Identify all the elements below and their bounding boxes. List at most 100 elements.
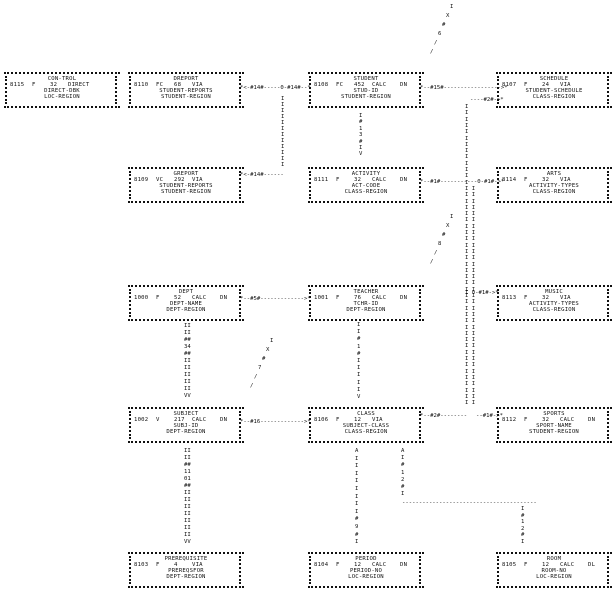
- connector-glyph: I I: [465, 242, 476, 249]
- connector-glyph: #: [359, 138, 363, 145]
- record-name: TEACHER: [353, 289, 379, 295]
- location-mode: VIA: [560, 177, 571, 183]
- box-border-bottom: [308, 319, 424, 322]
- connector-glyph: I I: [465, 330, 476, 337]
- connector-glyph: I I: [465, 400, 476, 407]
- record-key: PREREQSFOR: [168, 568, 204, 574]
- box-border-left: [129, 556, 133, 584]
- box-border-bottom: [496, 441, 612, 444]
- record-length: 32: [50, 82, 58, 88]
- connector-glyph: I I: [465, 267, 476, 274]
- connector-glyph: I: [281, 96, 285, 102]
- connector-glyph: I I: [465, 293, 476, 299]
- box-border-bottom: [128, 201, 244, 204]
- connector-glyph: I: [355, 455, 359, 462]
- box-border-bottom: [128, 319, 244, 322]
- connector-glyph: I: [355, 463, 359, 470]
- connector-glyph: I I: [465, 349, 476, 356]
- box-border-top: [128, 552, 244, 555]
- box-border-right: [239, 411, 243, 439]
- connector-glyph: I: [355, 478, 359, 485]
- record-key: SPORT-NAME: [536, 423, 572, 429]
- connector-glyph: II: [184, 330, 191, 336]
- record-length: 292: [174, 177, 185, 183]
- connector-glyph: V: [359, 151, 363, 158]
- record-length: 12: [354, 562, 362, 568]
- box-border-top: [308, 407, 424, 410]
- box-border-left: [497, 171, 501, 199]
- connector-glyph: #: [521, 532, 525, 539]
- connector-glyph: I: [465, 104, 469, 110]
- location-mode: CALC: [372, 562, 387, 568]
- box-border-left: [497, 289, 501, 317]
- connector-glyph: I: [359, 113, 363, 119]
- connector-c-class-sports-b: --#1#->*: [476, 413, 503, 419]
- box-border-right: [419, 171, 423, 199]
- connector-glyph: I: [355, 501, 359, 508]
- box-border-left: [309, 556, 313, 584]
- connector-glyph: I: [465, 179, 469, 186]
- connector-glyph: II: [184, 372, 191, 378]
- box-border-left: [309, 289, 313, 317]
- record-id: 8114: [502, 177, 517, 183]
- connector-glyph: I: [521, 539, 525, 545]
- box-border-top: [128, 407, 244, 410]
- record-area: DEPT-REGION: [166, 429, 206, 435]
- record-key: STUD-ID: [353, 88, 379, 94]
- box-border-right: [115, 76, 119, 104]
- connector-glyph: I: [465, 167, 469, 173]
- record-length: 32: [542, 295, 550, 301]
- connector-glyph: II: [184, 490, 191, 496]
- location-mode: CALC: [192, 417, 207, 423]
- record-area: LOC-REGION: [348, 574, 384, 580]
- connector-glyph: #: [355, 531, 359, 538]
- record-id: 8105: [502, 562, 517, 568]
- connector-glyph: ##: [184, 351, 191, 357]
- connector-glyph: ##: [184, 337, 191, 343]
- record-area: DEPT-REGION: [166, 574, 206, 580]
- connector-glyph: I I: [465, 318, 476, 325]
- connector-glyph: I: [281, 150, 285, 156]
- connector-glyph: I: [357, 358, 361, 364]
- connector-glyph: 1: [401, 469, 405, 476]
- length-type: F: [524, 82, 528, 88]
- record-name: DREPORT: [173, 76, 199, 82]
- connector-glyph: I: [465, 141, 469, 148]
- box-border-right: [419, 76, 423, 104]
- box-border-top: [128, 72, 244, 75]
- dup-option: DN: [400, 562, 408, 568]
- connector-glyph: #: [355, 516, 359, 523]
- record-length: 217: [174, 417, 185, 423]
- box-border-top: [128, 285, 244, 288]
- box-border-top: [496, 407, 612, 410]
- connector-glyph: II: [184, 504, 191, 510]
- length-type: F: [336, 562, 340, 568]
- connector-glyph: I: [465, 148, 469, 155]
- connector-glyph: II: [184, 365, 191, 371]
- connector-glyph: #: [262, 356, 266, 362]
- record-name: CON-TROL: [47, 76, 77, 82]
- box-border-top: [4, 72, 120, 75]
- dup-option: DN: [220, 295, 228, 301]
- record-id: 8111: [314, 177, 329, 183]
- record-area: CLASS-REGION: [532, 307, 576, 313]
